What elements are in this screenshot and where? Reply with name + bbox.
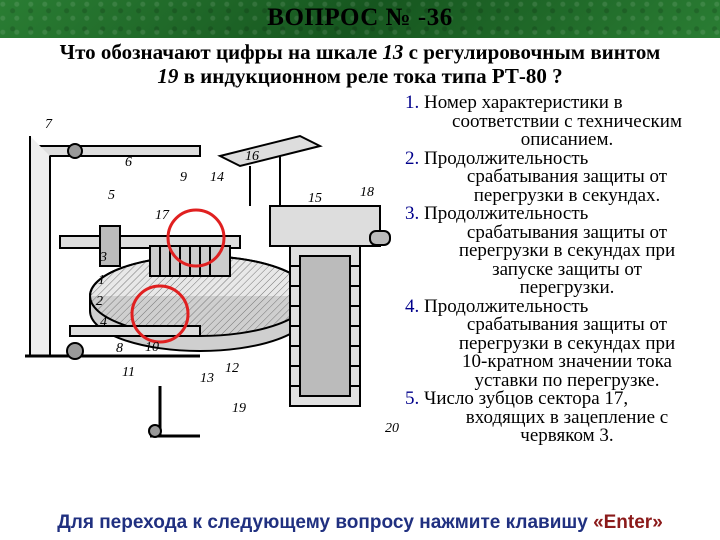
label-18: 18 [360, 185, 374, 200]
highlight-circle-screw [130, 284, 190, 344]
answer-list: 1. Номер характеристики в соответствии с… [395, 92, 715, 446]
question-number-19: 19 [157, 64, 179, 88]
relay-drawing: 7 6 9 14 16 15 18 5 17 3 1 2 4 8 10 11 1… [25, 117, 399, 438]
label-5: 5 [108, 188, 115, 203]
label-11: 11 [122, 365, 135, 380]
label-10: 10 [145, 340, 159, 355]
footer-instruction: Для перехода к следующему вопросу нажмит… [0, 512, 720, 534]
title-bar: ВОПРОС № -36 [0, 0, 720, 38]
question-number-13: 13 [382, 40, 404, 64]
answer-1-line: описанием. [520, 129, 614, 150]
answer-2[interactable]: 2. Продолжительность срабатывания защиты… [395, 147, 715, 206]
question-part-1: Что обозначают цифры на шкале [59, 40, 383, 64]
answer-1[interactable]: 1. Номер характеристики в соответствии с… [395, 92, 715, 150]
label-4: 4 [100, 315, 107, 330]
answer-2-line: срабатывания защиты от [466, 166, 668, 187]
label-2: 2 [96, 294, 103, 309]
answer-2-number: 2. [405, 147, 420, 169]
answer-3-line: срабатывания защиты от [466, 221, 668, 243]
answer-4-line: Продолжительность [424, 295, 589, 317]
question-part-3: в индукционном реле тока типа РТ-80 ? [178, 64, 563, 88]
answer-3-line: перегрузки в секундах при [458, 240, 676, 261]
answer-5-number: 5. [405, 388, 420, 409]
answer-4-line: срабатывания защиты от [466, 314, 668, 335]
answer-4-number: 4. [405, 295, 420, 317]
label-15: 15 [308, 191, 322, 206]
answer-5-line: Число зубцов сектора 17, [424, 388, 629, 409]
question-part-2: с регулировочным винтом [403, 40, 661, 64]
label-13: 13 [200, 371, 214, 386]
answer-3-number: 3. [405, 203, 420, 224]
answer-2-line: Продолжительность [424, 147, 589, 169]
footer-text: Для перехода к следующему вопросу нажмит… [57, 512, 594, 533]
label-1: 1 [98, 273, 105, 288]
answer-2-line: перегрузки в секундах. [473, 184, 661, 206]
label-7: 7 [45, 117, 53, 132]
label-8: 8 [116, 341, 123, 356]
question-text: Что обозначают цифры на шкале 13 с регул… [0, 40, 720, 88]
label-14: 14 [210, 170, 224, 185]
answer-5[interactable]: 5. Число зубцов сектора 17, входящих в з… [395, 388, 715, 446]
label-3: 3 [99, 250, 107, 265]
page-title: ВОПРОС № -36 [267, 4, 453, 31]
label-20: 20 [385, 421, 399, 436]
answer-3-line: Продолжительность [424, 203, 589, 224]
answer-4-line: 10-кратном значении тока [462, 351, 672, 372]
label-19: 19 [232, 401, 246, 416]
label-17: 17 [155, 208, 170, 223]
answer-4-line: перегрузки в секундах при [458, 332, 676, 354]
answer-4-line: уставки по перегрузке. [474, 369, 660, 391]
answer-4[interactable]: 4. Продолжительность срабатывания защиты… [395, 295, 715, 391]
answer-1-line: соответствии с техническим [452, 110, 682, 132]
enter-key-hint: «Enter» [593, 512, 663, 533]
label-9: 9 [180, 170, 187, 185]
label-16: 16 [245, 149, 259, 164]
answer-5-line: входящих в зацепление с [465, 406, 669, 428]
answer-1-number: 1. [405, 92, 420, 113]
answer-5-line: червяком 3. [520, 425, 614, 446]
answer-3[interactable]: 3. Продолжительность срабатывания защиты… [395, 203, 715, 298]
answer-1-line: Номер характеристики в [424, 92, 623, 113]
answer-3-line: запуске защиты от [492, 258, 642, 280]
highlight-circle-worm [166, 208, 226, 268]
label-12: 12 [225, 361, 239, 376]
label-6: 6 [125, 155, 132, 170]
answer-3-line: перегрузки. [519, 277, 615, 298]
